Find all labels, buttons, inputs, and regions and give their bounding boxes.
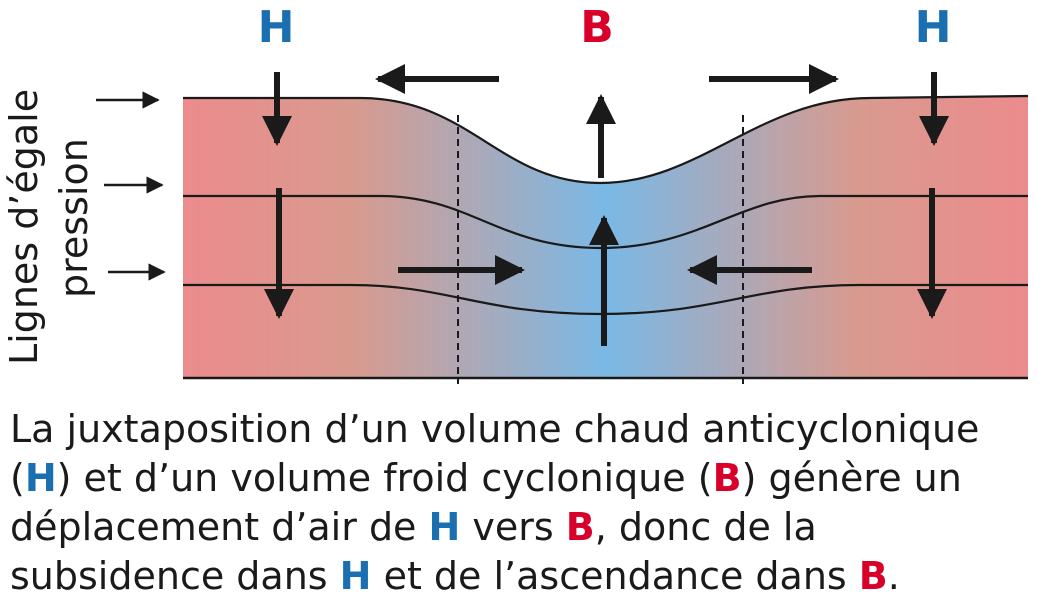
label-h-left: H <box>258 2 295 53</box>
axis-label-line2: pression <box>52 138 96 298</box>
caption-b: B <box>712 456 742 500</box>
caption-h: H <box>24 456 57 500</box>
caption-line-2: (H) et d’un volume froid cyclonique (B) … <box>10 456 962 500</box>
isobar-bottom <box>183 283 1028 316</box>
label-h-right: H <box>915 2 952 53</box>
pressure-diagram: Lignes d’égale pression H B H <box>2 2 1029 384</box>
caption-h: H <box>339 554 372 598</box>
axis-label-line1: Lignes d’égale <box>2 89 46 365</box>
label-b-center: B <box>580 2 614 53</box>
caption-b: B <box>565 505 595 549</box>
caption-b: B <box>858 554 888 598</box>
caption: La juxtaposition d’un volume chaud antic… <box>10 405 1050 601</box>
caption-line-1: La juxtaposition d’un volume chaud antic… <box>10 407 980 451</box>
isobar-top <box>183 94 1029 185</box>
caption-line-3: déplacement d’air de H vers B, donc de l… <box>10 505 817 549</box>
caption-line-4: subsidence dans H et de l’ascendance dan… <box>10 554 900 598</box>
caption-h: H <box>428 505 461 549</box>
isobar-middle <box>183 194 1028 250</box>
